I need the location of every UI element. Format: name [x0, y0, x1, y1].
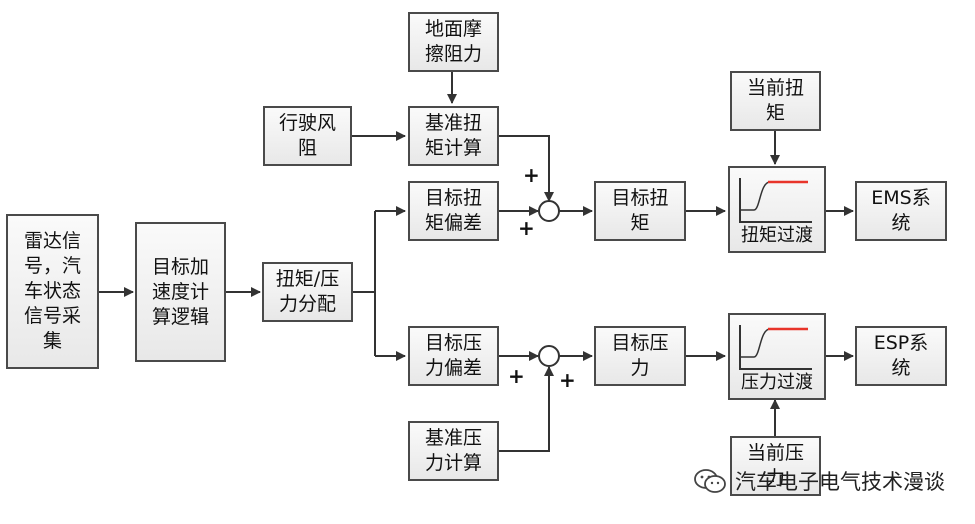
wechat-icon	[694, 469, 726, 493]
current-torque-block: 当前扭 矩	[730, 71, 821, 131]
torque-transition-block: 扭矩过渡	[728, 166, 826, 253]
pressure-transition-block: 压力过渡	[728, 313, 826, 400]
pressure-deviation-block: 目标压 力偏差	[408, 326, 499, 386]
air-drag-block: 行驶风 阻	[263, 106, 352, 166]
pressure-transition-label: 压力过渡	[741, 372, 813, 393]
sum-junction-torque	[538, 200, 560, 222]
torque-transition-label: 扭矩过渡	[741, 225, 813, 246]
plus-sign: +	[518, 216, 535, 240]
plus-sign: +	[523, 163, 540, 187]
watermark-text: 汽车电子电气技术漫谈	[735, 470, 945, 494]
sum-junction-pressure	[538, 345, 560, 367]
watermark: 汽车电子电气技术漫谈	[693, 466, 945, 496]
base-torque-block: 基准扭 矩计算	[408, 106, 499, 166]
current-pressure-block: 当前压 力	[730, 436, 821, 496]
torque-deviation-block: 目标扭 矩偏差	[408, 181, 499, 241]
ground-friction-block: 地面摩 擦阻力	[408, 12, 499, 72]
plus-sign: +	[559, 368, 576, 392]
plus-sign: +	[508, 364, 525, 388]
ems-system-block: EMS系 统	[855, 181, 947, 241]
target-torque-block: 目标扭 矩	[594, 181, 686, 241]
torque-split-block: 扭矩/压 力分配	[262, 262, 353, 322]
transition-curve-icon	[739, 178, 812, 223]
target-accel-block: 目标加 速度计 算逻辑	[135, 222, 226, 362]
transition-curve-icon	[739, 325, 812, 370]
radar-signal-block: 雷达信 号，汽 车状态 信号采 集	[6, 214, 99, 369]
target-pressure-block: 目标压 力	[594, 326, 686, 386]
base-pressure-block: 基准压 力计算	[408, 421, 499, 481]
esp-system-block: ESP系 统	[855, 326, 947, 386]
